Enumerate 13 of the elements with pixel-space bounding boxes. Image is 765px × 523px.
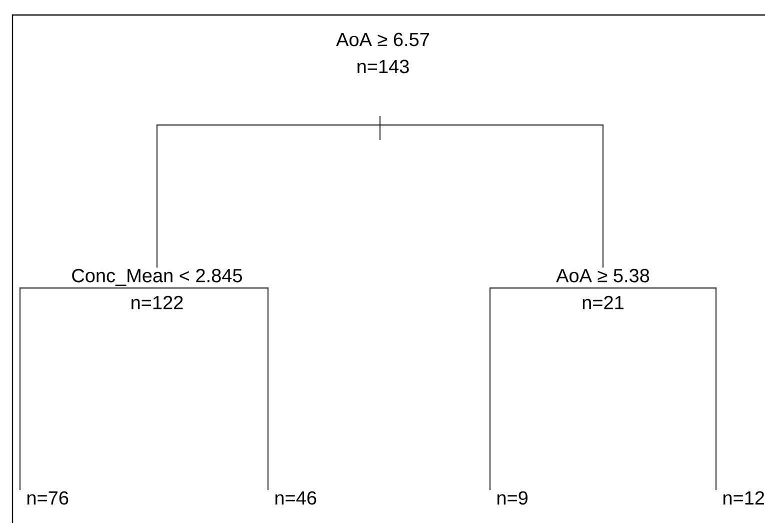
split-label: AoA ≥ 6.57 n=143 <box>336 32 429 74</box>
leaf-label: n=12 <box>723 491 764 504</box>
tree-branch <box>20 288 158 490</box>
tree-branch <box>382 124 604 268</box>
leaf-label: n=9 <box>497 491 528 505</box>
leaf-label: n=76 <box>27 491 68 505</box>
leaf-label: n=46 <box>275 491 316 505</box>
tree-branch <box>156 288 268 490</box>
tree-branch <box>156 124 384 268</box>
tree-branch <box>490 288 604 490</box>
split-label: AoA ≥ 5.38 n=21 <box>556 268 650 310</box>
tree-branch <box>602 288 716 490</box>
split-label: Conc_Mean < 2.845 n=122 <box>72 268 242 310</box>
